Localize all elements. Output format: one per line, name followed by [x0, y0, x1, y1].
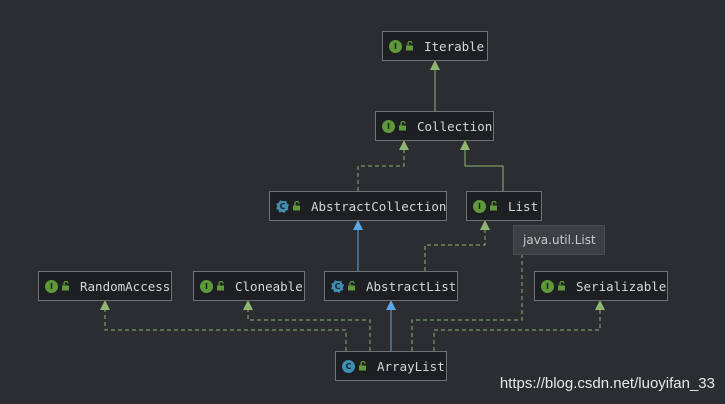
- open-lock-icon: [217, 281, 224, 291]
- open-lock-icon: [293, 201, 300, 211]
- node-list[interactable]: I List: [466, 191, 542, 221]
- interface-icon: I: [389, 39, 402, 53]
- node-label: AbstractList: [366, 278, 457, 294]
- interface-icon: I: [541, 279, 554, 293]
- abstract-class-icon: C: [276, 199, 289, 213]
- edge-abstractcollection-collection: [357, 140, 409, 191]
- interface-icon: I: [200, 279, 213, 293]
- edge-arraylist-cloneable: [243, 300, 371, 351]
- node-label: Iterable: [424, 38, 485, 54]
- node-label: ArrayList: [377, 358, 445, 374]
- watermark: https://blog.csdn.net/luoyifan_33: [499, 375, 715, 392]
- node-collection[interactable]: I Collection: [375, 111, 494, 141]
- interface-icon: I: [45, 279, 58, 293]
- open-lock-icon: [348, 281, 355, 291]
- open-lock-icon: [406, 41, 413, 51]
- node-label: Cloneable: [235, 278, 303, 294]
- edge-list-collection: [460, 140, 504, 191]
- edge-abstractlist-list: [424, 220, 490, 271]
- node-label: Serializable: [576, 278, 667, 294]
- node-label: RandomAccess: [80, 278, 171, 294]
- edge-arraylist-randomaccess: [100, 300, 347, 351]
- node-abstract-collection[interactable]: C AbstractCollection: [269, 191, 447, 221]
- node-label: List: [508, 198, 539, 214]
- node-abstract-list[interactable]: C AbstractList: [324, 271, 458, 301]
- node-label: Collection: [417, 118, 493, 134]
- interface-icon: I: [382, 119, 395, 133]
- tooltip: java.util.List: [513, 225, 605, 255]
- class-icon: C: [342, 359, 355, 373]
- node-cloneable[interactable]: I Cloneable: [193, 271, 305, 301]
- edge-arraylist-list: [411, 255, 523, 351]
- open-lock-icon: [62, 281, 69, 291]
- node-label: AbstractCollection: [311, 198, 447, 214]
- node-serializable[interactable]: I Serializable: [534, 271, 668, 301]
- edge-arraylist-serializable: [433, 300, 605, 351]
- open-lock-icon: [359, 361, 366, 371]
- abstract-class-icon: C: [331, 279, 344, 293]
- open-lock-icon: [490, 201, 497, 211]
- open-lock-icon: [399, 121, 406, 131]
- node-iterable[interactable]: I Iterable: [382, 31, 488, 61]
- node-random-access[interactable]: I RandomAccess: [38, 271, 172, 301]
- open-lock-icon: [558, 281, 565, 291]
- node-array-list[interactable]: C ArrayList: [335, 351, 447, 381]
- interface-icon: I: [473, 199, 486, 213]
